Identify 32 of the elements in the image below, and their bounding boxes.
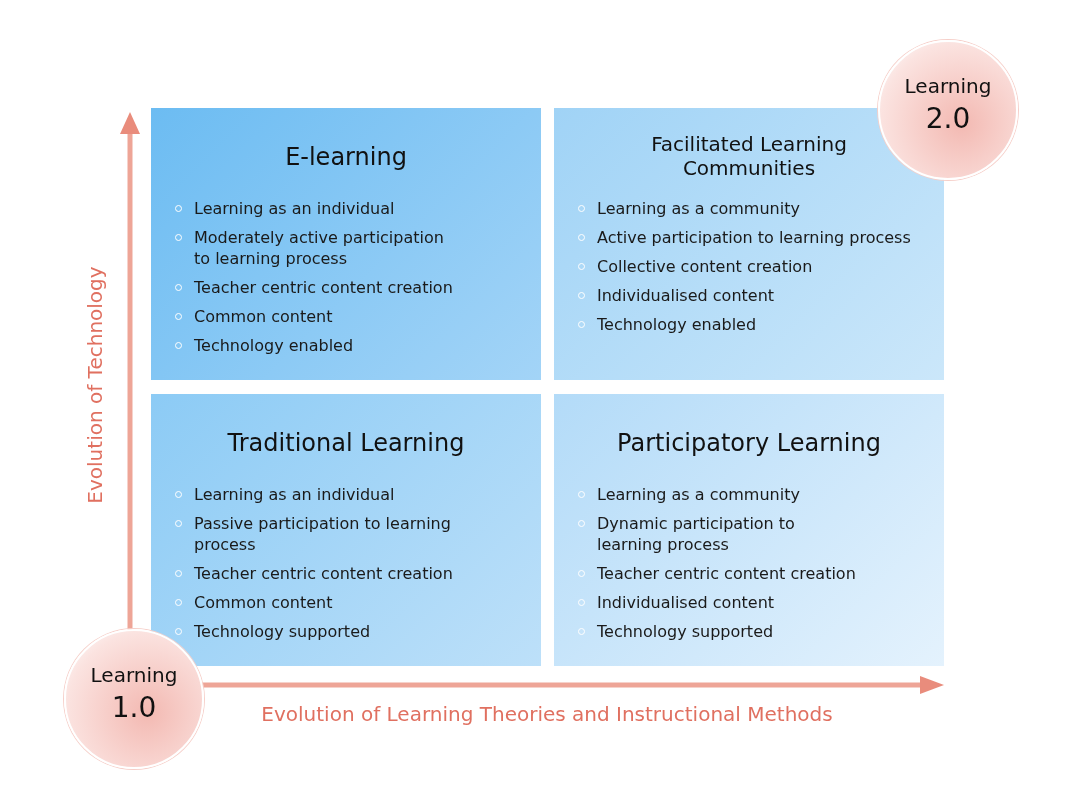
bullet-item: Learning as an individual	[175, 484, 521, 505]
bullet-item: Teacher centric content creation	[578, 563, 924, 584]
bullet-item: Passive participation to learning process	[175, 513, 454, 555]
quadrant-title: E-learning	[284, 144, 408, 170]
bullet-item: Teacher centric content creation	[175, 563, 521, 584]
bullet-item: Common content	[175, 306, 521, 327]
quadrant-title: Facilitated Learning Communities	[650, 132, 848, 180]
bullet-item: Dynamic participation to learning process	[578, 513, 857, 555]
quadrant-panel	[151, 394, 541, 666]
badge-label: Learning	[89, 663, 179, 687]
bullet-item: Individualised content	[578, 592, 924, 613]
bullet-item: Learning as a community	[578, 198, 924, 219]
quadrant-title: Traditional Learning	[226, 430, 466, 456]
bullet-item: Moderately active participation to learning process	[175, 227, 454, 269]
badge-number: 2.0	[924, 102, 972, 135]
quadrant-title: Participatory Learning	[616, 430, 882, 456]
badge-number: 1.0	[110, 691, 158, 724]
bullet-item: Technology supported	[578, 621, 924, 642]
badge-label: Learning	[903, 74, 993, 98]
bullet-item: Learning as a community	[578, 484, 924, 505]
horizontal-axis-label: Evolution of Learning Theories and Instructional Methods	[261, 702, 833, 726]
bullet-item: Teacher centric content creation	[175, 277, 521, 298]
quadrant-panel	[554, 394, 944, 666]
bullet-item: Active participation to learning process	[578, 227, 924, 248]
bullet-item: Learning as an individual	[175, 198, 521, 219]
quadrant-panel	[151, 108, 541, 380]
bullet-item: Technology enabled	[175, 335, 521, 356]
bullet-item: Collective content creation	[578, 256, 924, 277]
vertical-axis-label: Evolution of Technology	[83, 266, 107, 504]
bullet-item: Common content	[175, 592, 521, 613]
bullet-item: Individualised content	[578, 285, 924, 306]
bullet-item: Technology enabled	[578, 314, 924, 335]
